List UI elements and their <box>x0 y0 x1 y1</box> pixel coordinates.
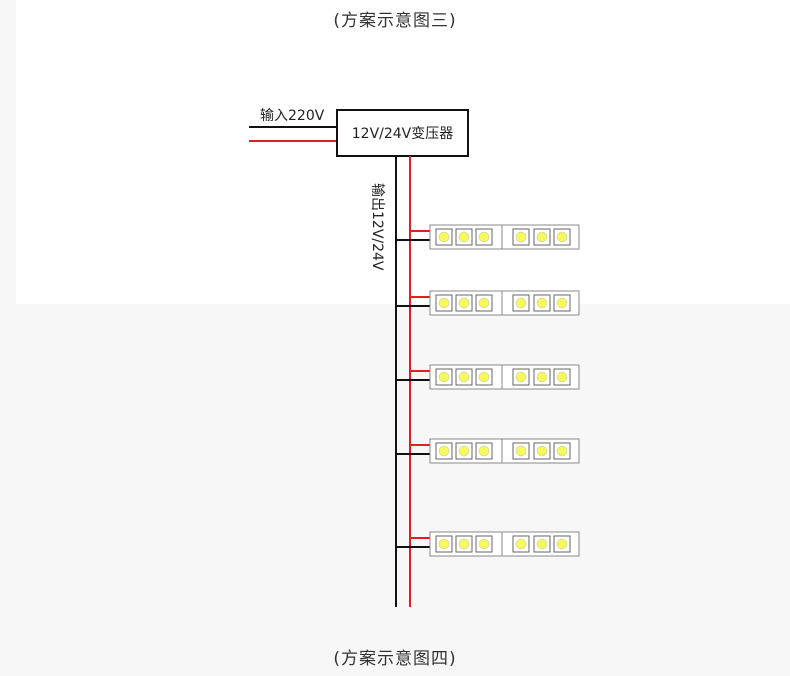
led-light <box>515 445 527 457</box>
led-light <box>458 445 470 457</box>
led-light <box>438 297 450 309</box>
transformer-label: 12V/24V变压器 <box>352 126 454 142</box>
led-light <box>438 231 450 243</box>
led-light <box>458 371 470 383</box>
output-label: 输出12V/24V <box>369 183 385 271</box>
led-light <box>536 371 548 383</box>
caption-scheme-4: (方案示意图四) <box>333 649 457 669</box>
led-light <box>556 538 568 550</box>
led-light <box>556 297 568 309</box>
led-strip <box>396 438 580 464</box>
led-light <box>536 231 548 243</box>
led-light <box>556 231 568 243</box>
led-light <box>458 538 470 550</box>
led-strips <box>396 224 580 557</box>
led-strip <box>396 531 580 557</box>
led-light <box>515 297 527 309</box>
led-light <box>438 371 450 383</box>
led-light <box>478 231 490 243</box>
caption-scheme-3: (方案示意图三) <box>333 11 457 31</box>
led-light <box>536 538 548 550</box>
led-strip <box>396 364 580 390</box>
led-light <box>515 371 527 383</box>
led-strip <box>396 290 580 316</box>
led-light <box>536 445 548 457</box>
led-light <box>438 445 450 457</box>
led-light <box>478 371 490 383</box>
led-light <box>536 297 548 309</box>
led-light <box>556 371 568 383</box>
led-light <box>478 538 490 550</box>
led-light <box>438 538 450 550</box>
led-light <box>478 297 490 309</box>
transformer-box <box>336 109 469 157</box>
led-light <box>556 445 568 457</box>
input-label: 输入220V <box>260 108 325 124</box>
led-light <box>458 231 470 243</box>
led-light <box>478 445 490 457</box>
led-light <box>515 538 527 550</box>
led-light <box>515 231 527 243</box>
led-light <box>458 297 470 309</box>
led-strip <box>396 224 580 250</box>
